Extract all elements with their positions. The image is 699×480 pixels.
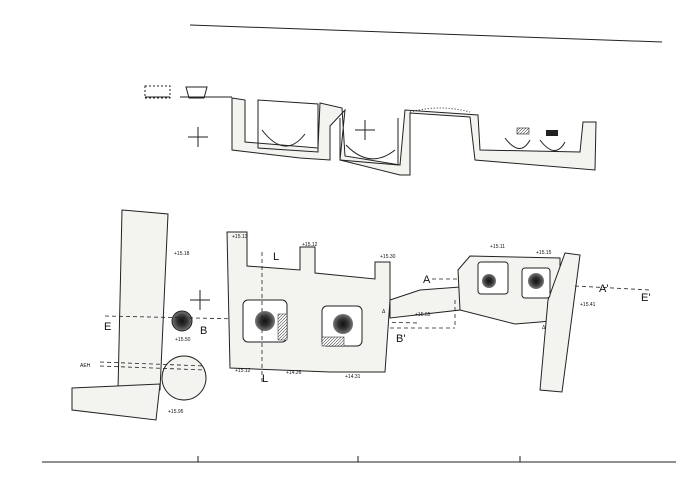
- section-marker-A-prime: A': [599, 283, 608, 295]
- elevation-label: +15.12: [302, 242, 318, 248]
- elevation-label: +14.26: [286, 370, 302, 376]
- central-building: +15.13 +15.12 +15.30 +15.12 +14.26 +14.3…: [226, 231, 396, 385]
- basin-2-center: [333, 314, 353, 334]
- scale-bar: [42, 456, 676, 463]
- section-ground-line: [189, 24, 663, 43]
- west-wall: +15.18 +15.95 ΑΕΗ: [71, 209, 207, 421]
- section-drawing: [144, 24, 663, 176]
- elevation-label: +15.13: [232, 234, 248, 240]
- elevation-label: +15.41: [580, 302, 596, 308]
- section-marker-A: A: [423, 274, 431, 286]
- elevation-label: +15.12: [235, 368, 251, 374]
- delta-marker: Δ: [382, 309, 386, 315]
- elevation-label: +15.15: [536, 250, 552, 256]
- elevation-label: +15.11: [490, 244, 505, 250]
- east-basin-1: [482, 274, 496, 288]
- east-basin-2: [528, 273, 544, 289]
- elevation-label: +15.65: [415, 312, 431, 318]
- elevation-label: +15.50: [175, 337, 191, 343]
- delta-marker: Δ: [542, 325, 546, 331]
- round-structure: [161, 355, 207, 401]
- elevation-label: +15.30: [380, 254, 396, 260]
- basin-1-center: [255, 311, 275, 331]
- section-marker-B-prime: B': [396, 333, 405, 345]
- section-marker-E: E: [104, 321, 111, 333]
- section-marker-L: L: [262, 373, 268, 385]
- east-building: +15.11 +15.15 +15.41 +15.65 A A' E' B' Δ…: [382, 244, 650, 393]
- section-marker-L: L: [273, 251, 279, 263]
- elevation-label: +14.31: [345, 374, 361, 380]
- section-marker-E-prime: E': [641, 292, 650, 304]
- section-marker-B: B: [200, 325, 207, 337]
- elevation-label: +15.18: [174, 251, 190, 257]
- elevation-label: +15.95: [168, 409, 184, 415]
- round-stone: [171, 310, 193, 332]
- drain-label: ΑΕΗ: [80, 363, 91, 369]
